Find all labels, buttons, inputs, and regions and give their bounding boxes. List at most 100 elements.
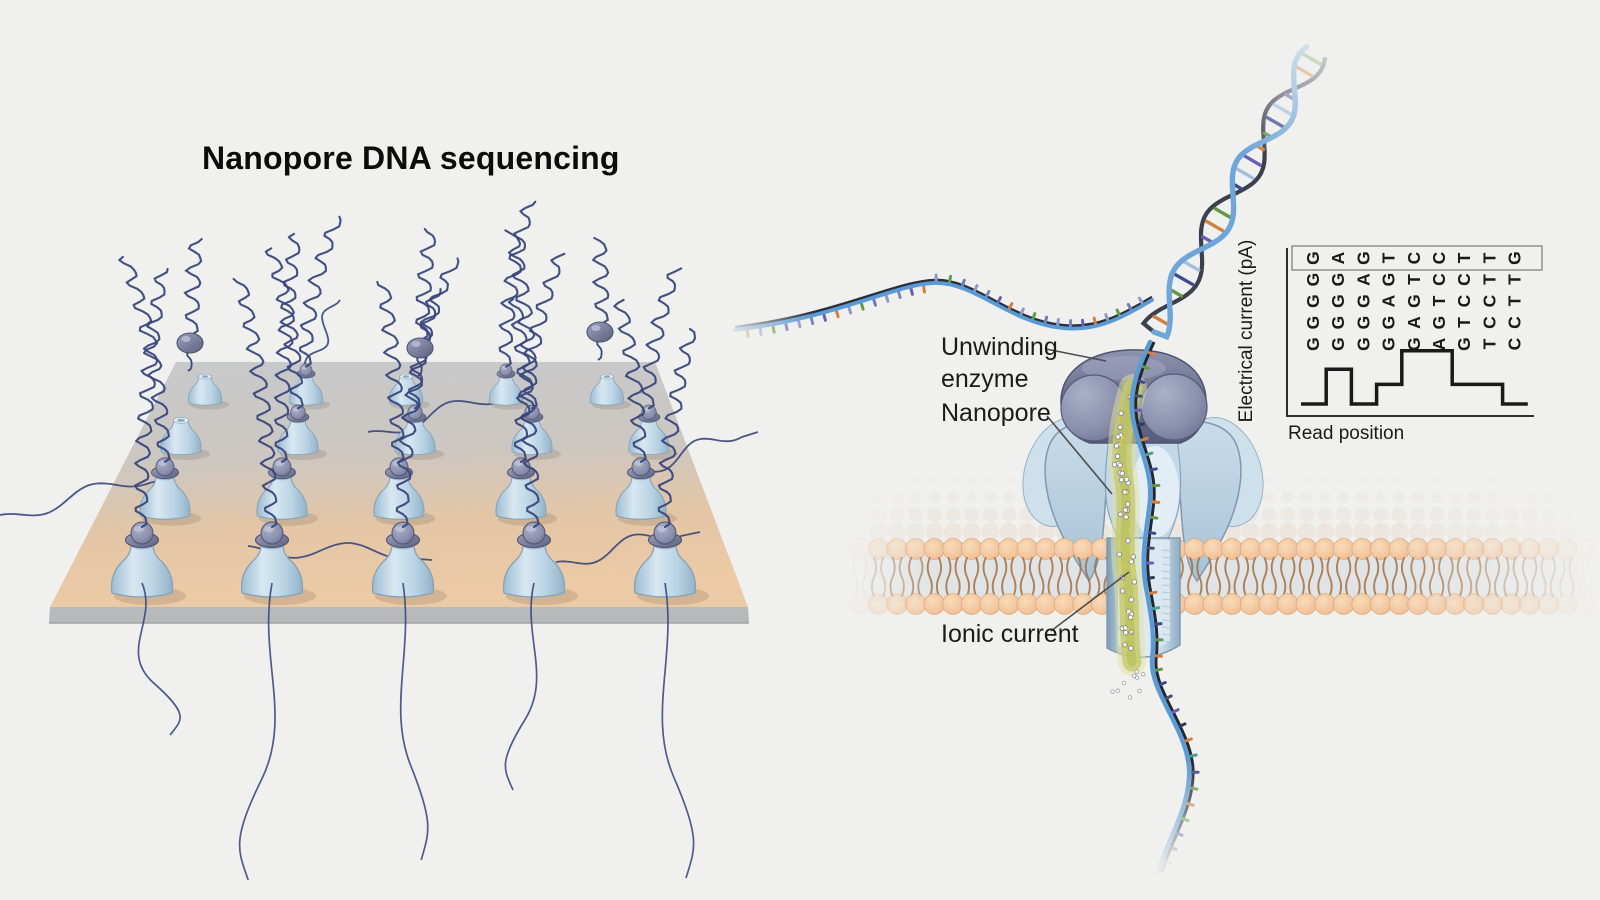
flow-cell-panel (0, 200, 759, 881)
lipid-column (1576, 476, 1594, 541)
ion-dot-small (1130, 631, 1133, 634)
lipid-tail (1559, 557, 1566, 597)
leader-lines (1045, 348, 1130, 632)
helix-base-pair (1173, 273, 1195, 286)
ion-dot-small (1128, 513, 1131, 517)
lipid-tail (1066, 557, 1073, 597)
kmer-letter: G (1303, 294, 1323, 308)
ion-dot (1127, 614, 1134, 621)
helix-base-pair (1213, 206, 1232, 219)
pore-body (110, 544, 174, 598)
lipid-column (1520, 491, 1539, 541)
ion-dot (1114, 453, 1121, 460)
lipid-column-front (1556, 538, 1578, 615)
lipid-column (1278, 475, 1297, 541)
lipid-column-front (1239, 538, 1262, 615)
lipid-tail (1456, 557, 1463, 597)
translocated-dna-strands (137, 582, 695, 881)
lipid-head (1053, 538, 1076, 560)
lipid-tail (870, 557, 878, 597)
lipid-tail (1010, 557, 1017, 597)
kmer-letter: G (1328, 273, 1348, 287)
lipid-tail (898, 557, 905, 597)
kmer-letter: G (1328, 316, 1348, 330)
lipid-column (1334, 475, 1353, 541)
lipid-head (1202, 538, 1225, 560)
leader-unwinding-enzyme (1045, 348, 1107, 362)
ion-dot (1141, 672, 1146, 677)
kmer-letter: G (1505, 251, 1525, 265)
translocated-dna-strand (238, 582, 276, 881)
enzyme-cap-dome (522, 521, 546, 545)
enzyme-lobe-right (1140, 373, 1208, 441)
kmer-letter: C (1505, 316, 1525, 329)
lipid-tail (1512, 557, 1519, 597)
ion-dot (1113, 443, 1120, 449)
ion-dot (1131, 579, 1138, 585)
dna-strand-squiggle (395, 287, 442, 529)
lipid-column (1316, 475, 1334, 541)
ion-dot (1123, 514, 1129, 520)
lipid-head (1500, 538, 1522, 560)
lipid-tail (852, 557, 859, 597)
kmer-letter: C (1505, 337, 1525, 350)
lipid-tail (1363, 557, 1370, 597)
lipid-head (1481, 593, 1504, 615)
dna-strand-squiggle (232, 277, 278, 529)
lipid-tail (1028, 557, 1036, 597)
pore-body (511, 419, 553, 456)
lipid-head (1351, 593, 1373, 615)
kmer-letter: T (1479, 274, 1499, 285)
lipid-column-front (1221, 538, 1243, 615)
lipid-column (1483, 475, 1502, 541)
kmer-letter: A (1379, 294, 1399, 307)
helix-base-pair (1169, 288, 1184, 298)
lipid-column (1390, 475, 1409, 541)
leader-ionic-current (1050, 571, 1130, 632)
lipid-head (1575, 539, 1596, 560)
lipid-column (1297, 475, 1316, 541)
lipid-head (1537, 593, 1559, 615)
kmer-letter: G (1353, 337, 1373, 351)
lipid-tail (1075, 557, 1082, 597)
lipid-tail (1484, 557, 1491, 597)
pore-body (373, 476, 425, 520)
ion-dot-small (1132, 616, 1136, 620)
ion-dot (1115, 434, 1121, 440)
label-unwinding-enzyme-line2: enzyme (941, 365, 1029, 393)
lipid-tail (1438, 557, 1445, 597)
enzyme-cap-dome (130, 521, 154, 545)
lipid-column (1371, 475, 1390, 541)
free-enzyme-blob (586, 321, 614, 343)
helix-base-pair (1243, 154, 1263, 167)
label-unwinding-enzyme-line1: Unwinding (941, 333, 1058, 361)
ion-dot (1134, 669, 1139, 674)
dna-strand-squiggle (498, 200, 537, 368)
kmer-letter: G (1353, 294, 1373, 308)
dna-strand-squiggle (264, 247, 304, 410)
kmer-letter: G (1379, 337, 1399, 351)
lipid-column (1427, 475, 1446, 541)
lipid-tail (1298, 557, 1305, 597)
lipid-column (888, 475, 907, 541)
lipid-column-front (1388, 538, 1411, 615)
lipid-tail (1196, 557, 1203, 597)
lipid-tail (945, 557, 952, 597)
dna-strand-squiggle (641, 267, 683, 410)
kmer-letter: A (1328, 251, 1348, 264)
lipid-head (1556, 538, 1578, 560)
enzyme-cap-dome (391, 521, 415, 545)
ion-dot (1125, 608, 1132, 615)
lipid-head (1425, 593, 1448, 615)
lipid-tail (908, 557, 915, 597)
lipid-tail (1187, 557, 1194, 597)
nanopore-well-loaded (371, 521, 447, 605)
enzyme-cap-dome (653, 521, 677, 545)
kmer-letter: G (1353, 316, 1373, 330)
lipid-tail (1038, 557, 1045, 597)
kmer-letter: G (1328, 337, 1348, 351)
kmer-letter: T (1479, 338, 1499, 349)
